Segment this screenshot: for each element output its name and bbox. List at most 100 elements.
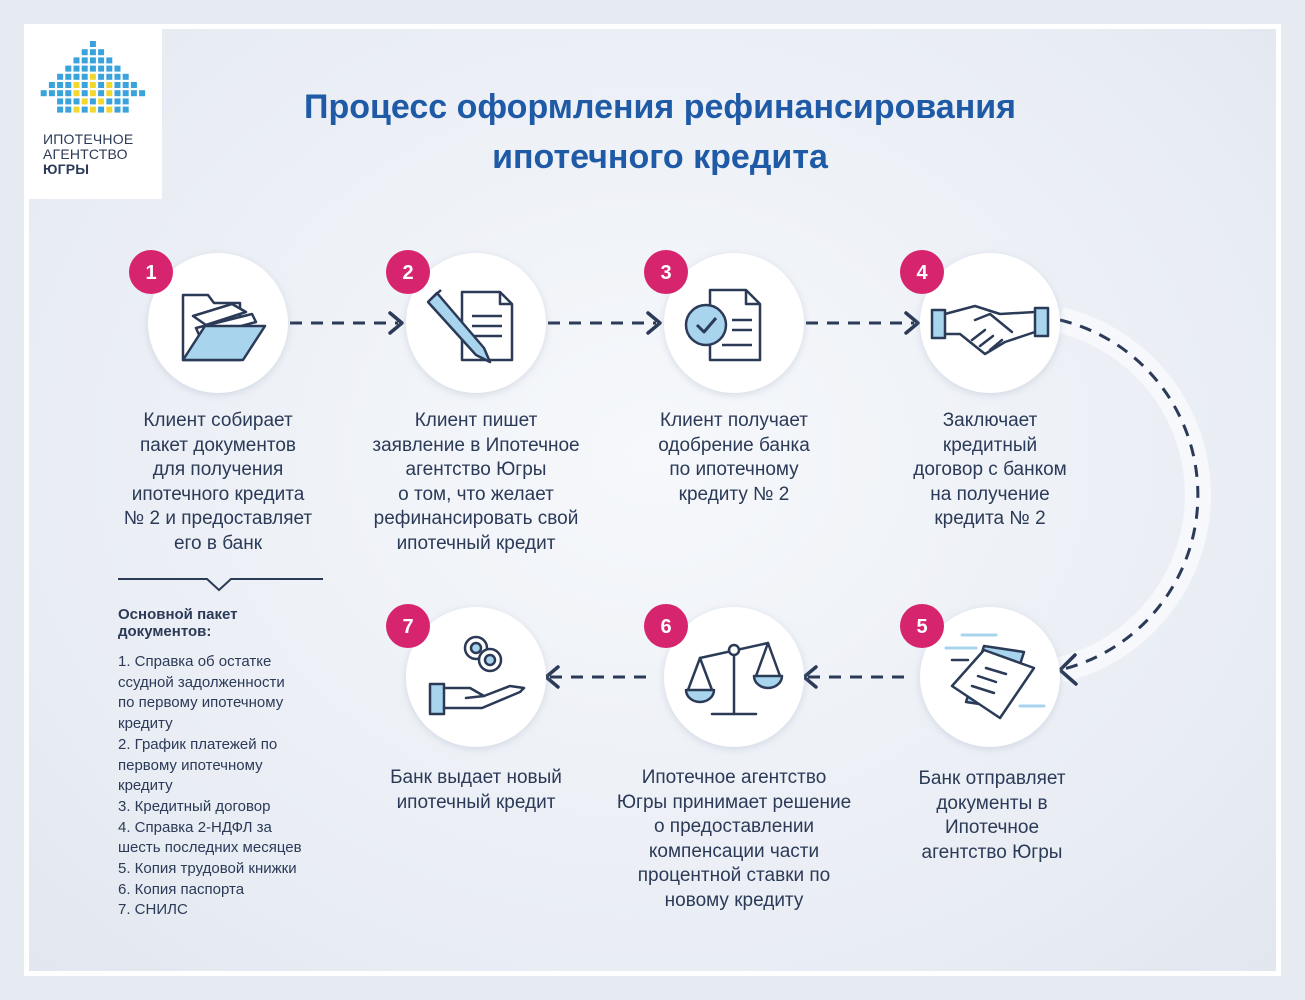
connector-1-2 (290, 311, 404, 335)
step-6-number: 6 (660, 616, 671, 638)
logo-grid-cell (114, 90, 121, 97)
step-7-description: Банк выдает новый ипотечный кредит (346, 766, 606, 815)
step-4-number: 4 (916, 262, 928, 284)
step-2-node: 2 (386, 250, 546, 393)
step-2-line: рефинансировать свой (373, 508, 579, 529)
logo-grid-cell (57, 82, 64, 88)
logo-grid-cell (65, 90, 72, 97)
step-1-line: ипотечного кредита (131, 483, 305, 505)
logo-grid-cell (81, 106, 88, 113)
logo-grid-cell (48, 82, 55, 88)
step-5-number: 5 (916, 616, 927, 638)
list-item: 6. Копия паспорта (118, 880, 245, 898)
logo-grid-cell (89, 57, 96, 64)
page-title: Процесс оформления рефинансирования ипот… (200, 82, 1120, 182)
logo-grid-cell (130, 82, 137, 88)
folder-icon (181, 293, 267, 362)
logo-grid-cell (73, 57, 80, 64)
logo-grid-cell (122, 106, 129, 113)
logo-grid-cell (114, 106, 121, 113)
logo-grid-cell (106, 106, 113, 113)
logo-grid-cell (81, 65, 88, 72)
logo-grid-cell (89, 106, 96, 113)
step-3-line: Клиент получает (660, 410, 808, 431)
logo-grid-cell (122, 98, 129, 105)
logo-grid-cell (65, 82, 72, 88)
logo-grid-cell (81, 73, 88, 80)
scales-icon (684, 641, 784, 716)
list-item: первому ипотечному (118, 756, 263, 774)
logo-grid-cell (98, 98, 105, 105)
logo: ИПОТЕЧНОЕ АГЕНТСТВО ЮГРЫ (27, 27, 162, 199)
step-5-node: 5 (900, 604, 1060, 747)
step-4-line: договор с банком (913, 459, 1067, 480)
list-item: 2. График платежей по (118, 735, 278, 753)
documents-title: Основной пакет документов: (118, 606, 358, 640)
logo-grid-cell (89, 82, 96, 88)
step-3-line: одобрение банка (658, 434, 810, 456)
step-6-line: процентной ставки по (637, 865, 831, 886)
logo-grid-cell (89, 90, 96, 97)
logo-grid-cell (57, 106, 64, 113)
step-4-line: Заключает (942, 410, 1038, 431)
logo-grid-cell (122, 82, 129, 88)
logo-grid-cell (114, 82, 121, 88)
logo-grid-cell (81, 49, 88, 56)
step-1-line: для получения (152, 459, 284, 480)
step-4-line: кредитный (942, 434, 1038, 456)
list-item: кредиту (118, 715, 173, 733)
logo-grid-cell (89, 41, 96, 47)
logo-grid-cell (114, 73, 121, 80)
step-6-line: новому кредиту (664, 889, 804, 911)
logo-grid-cell (81, 57, 88, 64)
logo-grid-cell (106, 98, 113, 105)
logo-grid-cell (73, 65, 80, 72)
step-5-line: агентство Югры (921, 841, 1063, 863)
logo-grid-cell (139, 90, 146, 97)
step-4-description: Заключает кредитный договор с банком на … (860, 409, 1120, 532)
logo-grid-cell (130, 90, 137, 97)
logo-house-grid-icon (40, 41, 146, 113)
documents-divider (118, 578, 323, 592)
logo-grid-cell (98, 82, 105, 88)
logo-grid-cell (73, 98, 80, 105)
title-line-2: ипотечного кредита (492, 138, 828, 176)
logo-grid-cell (81, 82, 88, 88)
step-2-line: о том, что желает (398, 483, 554, 505)
step-2-line: агентство Югры (405, 459, 547, 480)
logo-grid-cell (73, 90, 80, 97)
logo-grid-cell (98, 65, 105, 72)
logo-grid-cell (65, 106, 72, 113)
logo-grid-cell (89, 98, 96, 105)
step-5-line: документы в (936, 792, 1048, 814)
step-1-description: Клиент собирает пакет документов для пол… (88, 409, 348, 556)
approved-document-icon (684, 288, 762, 362)
step-1-number: 1 (145, 262, 156, 284)
logo-grid-cell (89, 65, 96, 72)
logo-grid-cell (48, 90, 55, 97)
logo-grid-cell (106, 57, 113, 64)
documents-list: 1. Справка об остатке ссудной задолженно… (118, 652, 358, 921)
logo-grid-cell (57, 98, 64, 105)
logo-grid-cell (114, 98, 121, 105)
documents-title-line: документов: (118, 623, 212, 640)
logo-grid-cell (57, 73, 64, 80)
step-2-number: 2 (402, 262, 413, 284)
logo-grid-cell (65, 98, 72, 105)
hand-coins-icon (428, 635, 526, 716)
step-5-line: Ипотечное (944, 817, 1040, 838)
step-6-line: о предоставлении (653, 816, 815, 837)
list-item: 3. Кредитный договор (118, 797, 271, 815)
logo-grid-cell (89, 73, 96, 80)
logo-grid-cell (106, 82, 113, 88)
step-3-line: кредиту № 2 (678, 483, 790, 505)
list-item: ссудной задолженности (118, 673, 285, 691)
logo-grid-cell (73, 82, 80, 88)
step-7-number: 7 (402, 616, 413, 638)
list-item: шесть последних месяцев (118, 839, 302, 857)
logo-grid-cell (40, 90, 47, 97)
step-6-description: Ипотечное агентство Югры принимает решен… (604, 766, 864, 913)
logo-grid-cell (106, 90, 113, 97)
logo-grid-cell (106, 65, 113, 72)
connector-6-7 (544, 665, 654, 689)
